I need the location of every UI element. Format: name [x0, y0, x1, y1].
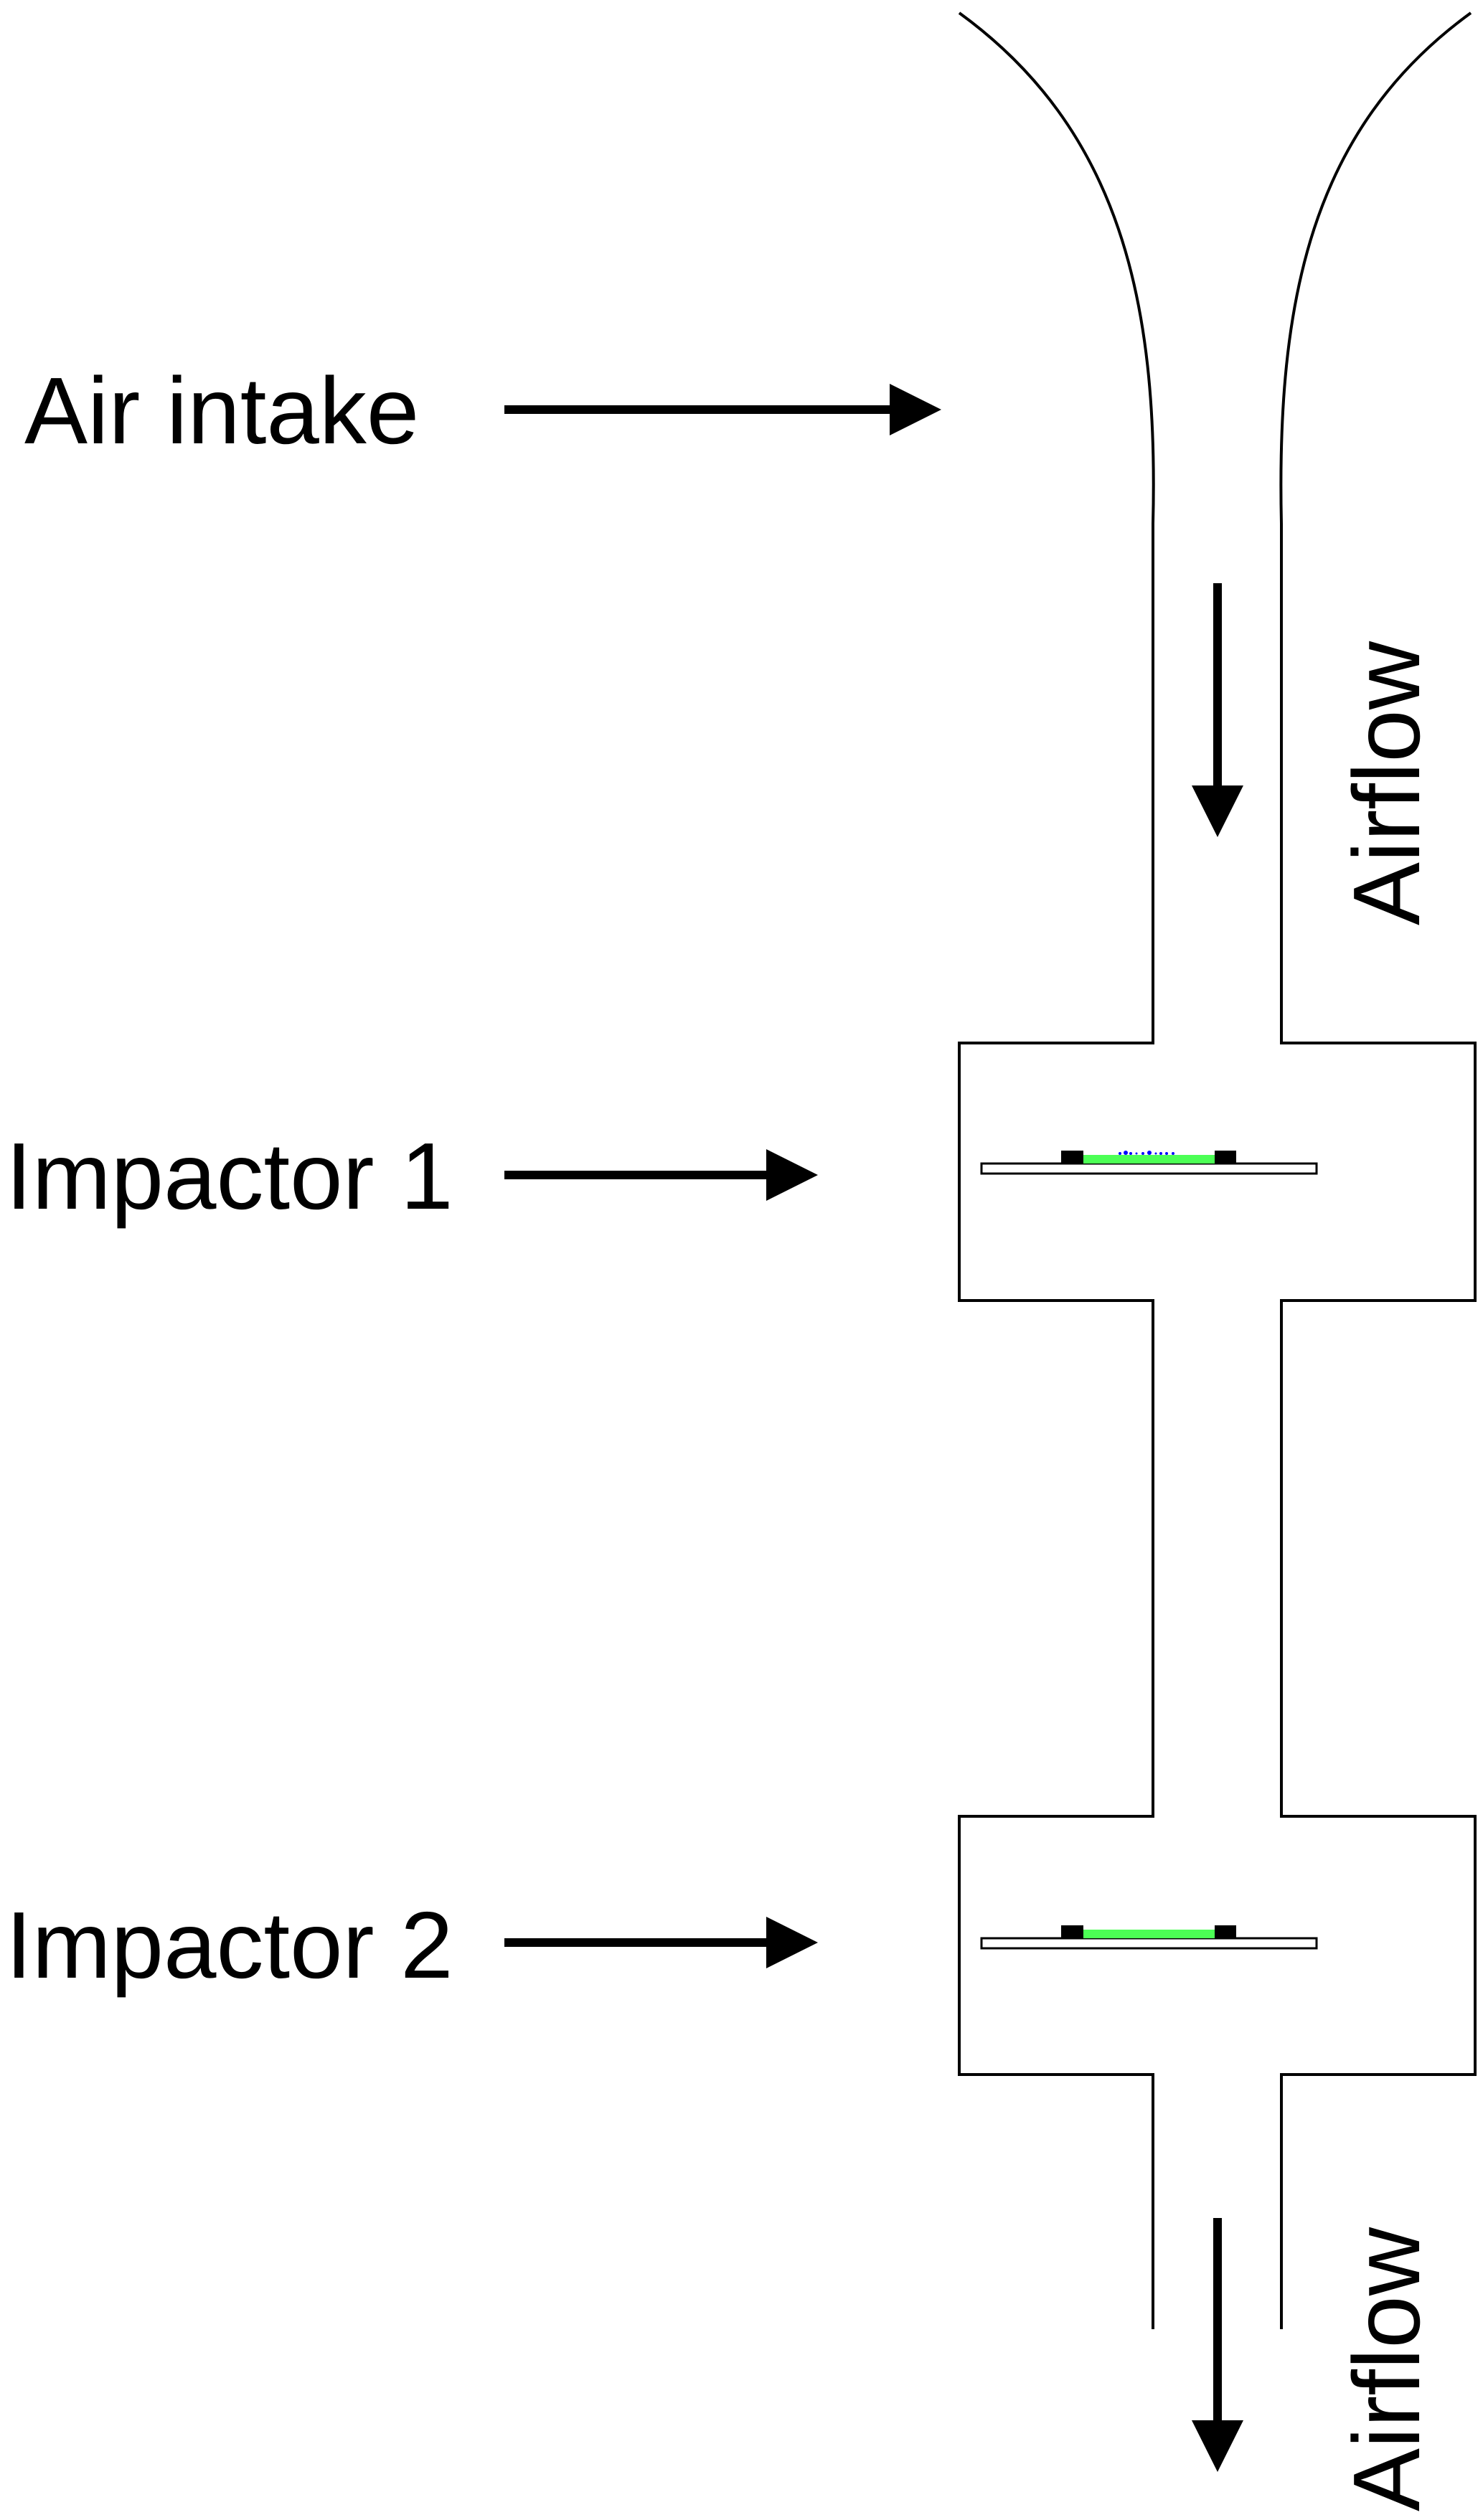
impactor-2-plate	[980, 1925, 1318, 1950]
impactor-1-label: Impactor 1	[6, 1123, 453, 1229]
air-intake-label: Air intake	[24, 358, 419, 463]
tube-left-wall	[958, 11, 1155, 2329]
impactor-1-plate	[980, 1151, 1318, 1175]
impactor-2-label: Impactor 2	[6, 1892, 453, 1998]
airflow-label-bottom: Airflow	[1334, 2227, 1439, 2511]
airflow-label-top: Airflow	[1334, 641, 1439, 925]
particles	[1119, 1151, 1174, 1155]
tube-right-wall	[1279, 11, 1477, 2329]
